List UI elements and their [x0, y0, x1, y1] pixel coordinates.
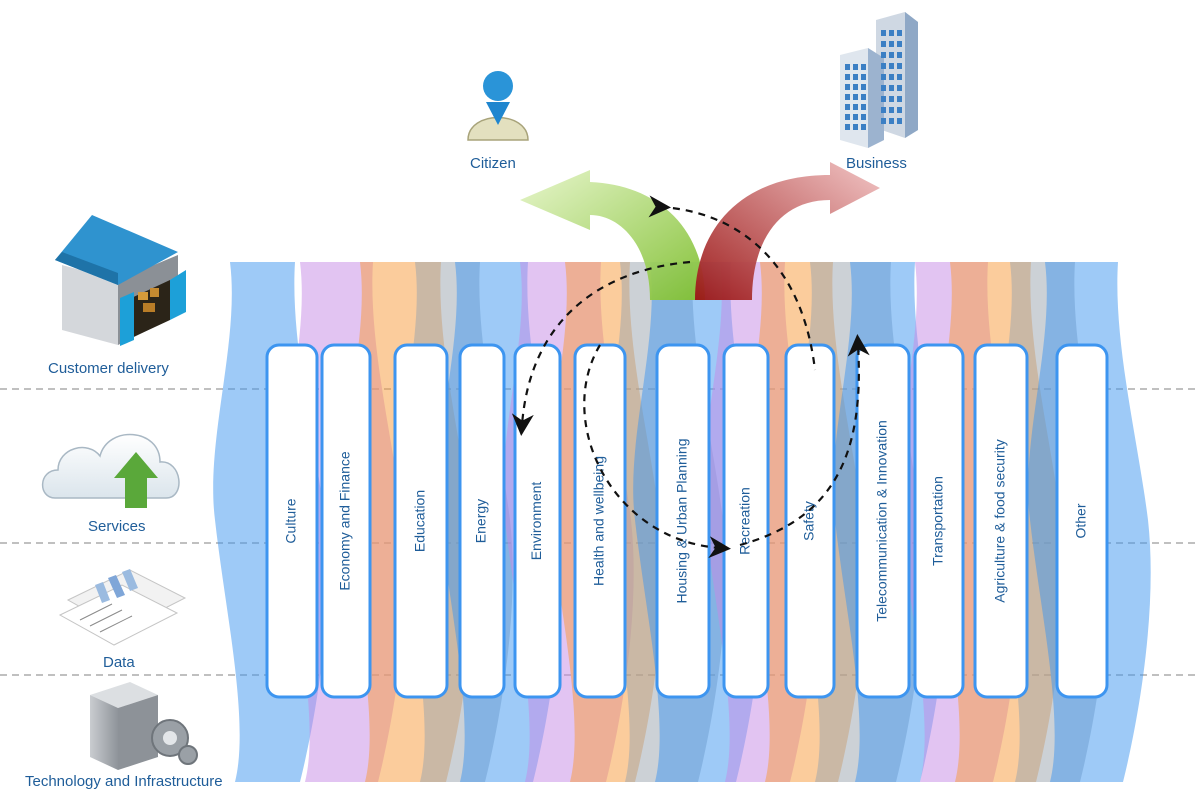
layer-label-technology-infrastructure: Technology and Infrastructure — [25, 773, 223, 790]
sector-column: Culture — [265, 343, 319, 699]
sector-column: Telecommunication & Innovation — [855, 343, 911, 699]
sector-column: Health and wellbeing — [573, 343, 627, 699]
sector-panel — [265, 343, 319, 699]
sector-panel — [913, 343, 965, 699]
sector-column: Recreation — [722, 343, 770, 699]
sector-label: Health and wellbeing — [591, 456, 607, 586]
person-icon — [467, 71, 529, 141]
sector-label: Transportation — [930, 476, 946, 566]
sector-label: Recreation — [737, 487, 753, 555]
actor-label-citizen: Citizen — [470, 155, 516, 172]
sector-panel — [393, 343, 449, 699]
sector-label: Culture — [283, 498, 299, 543]
sector-columns: Culture Economy and Finance Education Energ… — [265, 343, 1109, 699]
cloud-upload-icon — [41, 433, 180, 508]
layer-label-data: Data — [103, 654, 135, 671]
layer-label-customer-delivery: Customer delivery — [48, 360, 169, 377]
sector-label: Environment — [528, 482, 544, 561]
sector-column: Agriculture & food security — [973, 343, 1029, 699]
sector-column: Environment — [513, 343, 562, 699]
sector-label: Economy and Finance — [337, 451, 353, 591]
sector-column: Economy and Finance — [320, 343, 372, 699]
sector-label: Agriculture & food security — [992, 439, 1008, 602]
office-buildings-icon — [840, 12, 918, 148]
sector-panel — [320, 343, 372, 699]
sector-panel — [973, 343, 1029, 699]
layer-label-services: Services — [88, 518, 146, 535]
sector-label: Education — [412, 490, 428, 552]
sector-column: Energy — [458, 343, 506, 699]
sector-column: Housing & Urban Planning — [655, 343, 711, 699]
sector-label: Safety — [801, 501, 817, 541]
sector-label: Energy — [473, 499, 489, 543]
report-documents-icon — [58, 569, 187, 646]
sector-column: Other — [1055, 343, 1109, 699]
business-flow-arrow — [695, 162, 880, 300]
server-gear-icon — [90, 682, 198, 770]
house-icon — [55, 215, 186, 346]
sector-panel — [655, 343, 711, 699]
interaction-cycle — [511, 195, 870, 559]
building-windows — [845, 30, 902, 130]
sector-panel — [722, 343, 770, 699]
sector-panel — [1055, 343, 1109, 699]
sector-column: Education — [393, 343, 449, 699]
sector-label: Telecommunication & Innovation — [874, 420, 890, 622]
sector-label: Other — [1073, 503, 1089, 538]
sector-panel — [458, 343, 506, 699]
sector-label: Housing & Urban Planning — [674, 439, 690, 604]
sector-column: Transportation — [913, 343, 965, 699]
sector-panel — [855, 343, 911, 699]
actor-label-business: Business — [846, 155, 907, 172]
